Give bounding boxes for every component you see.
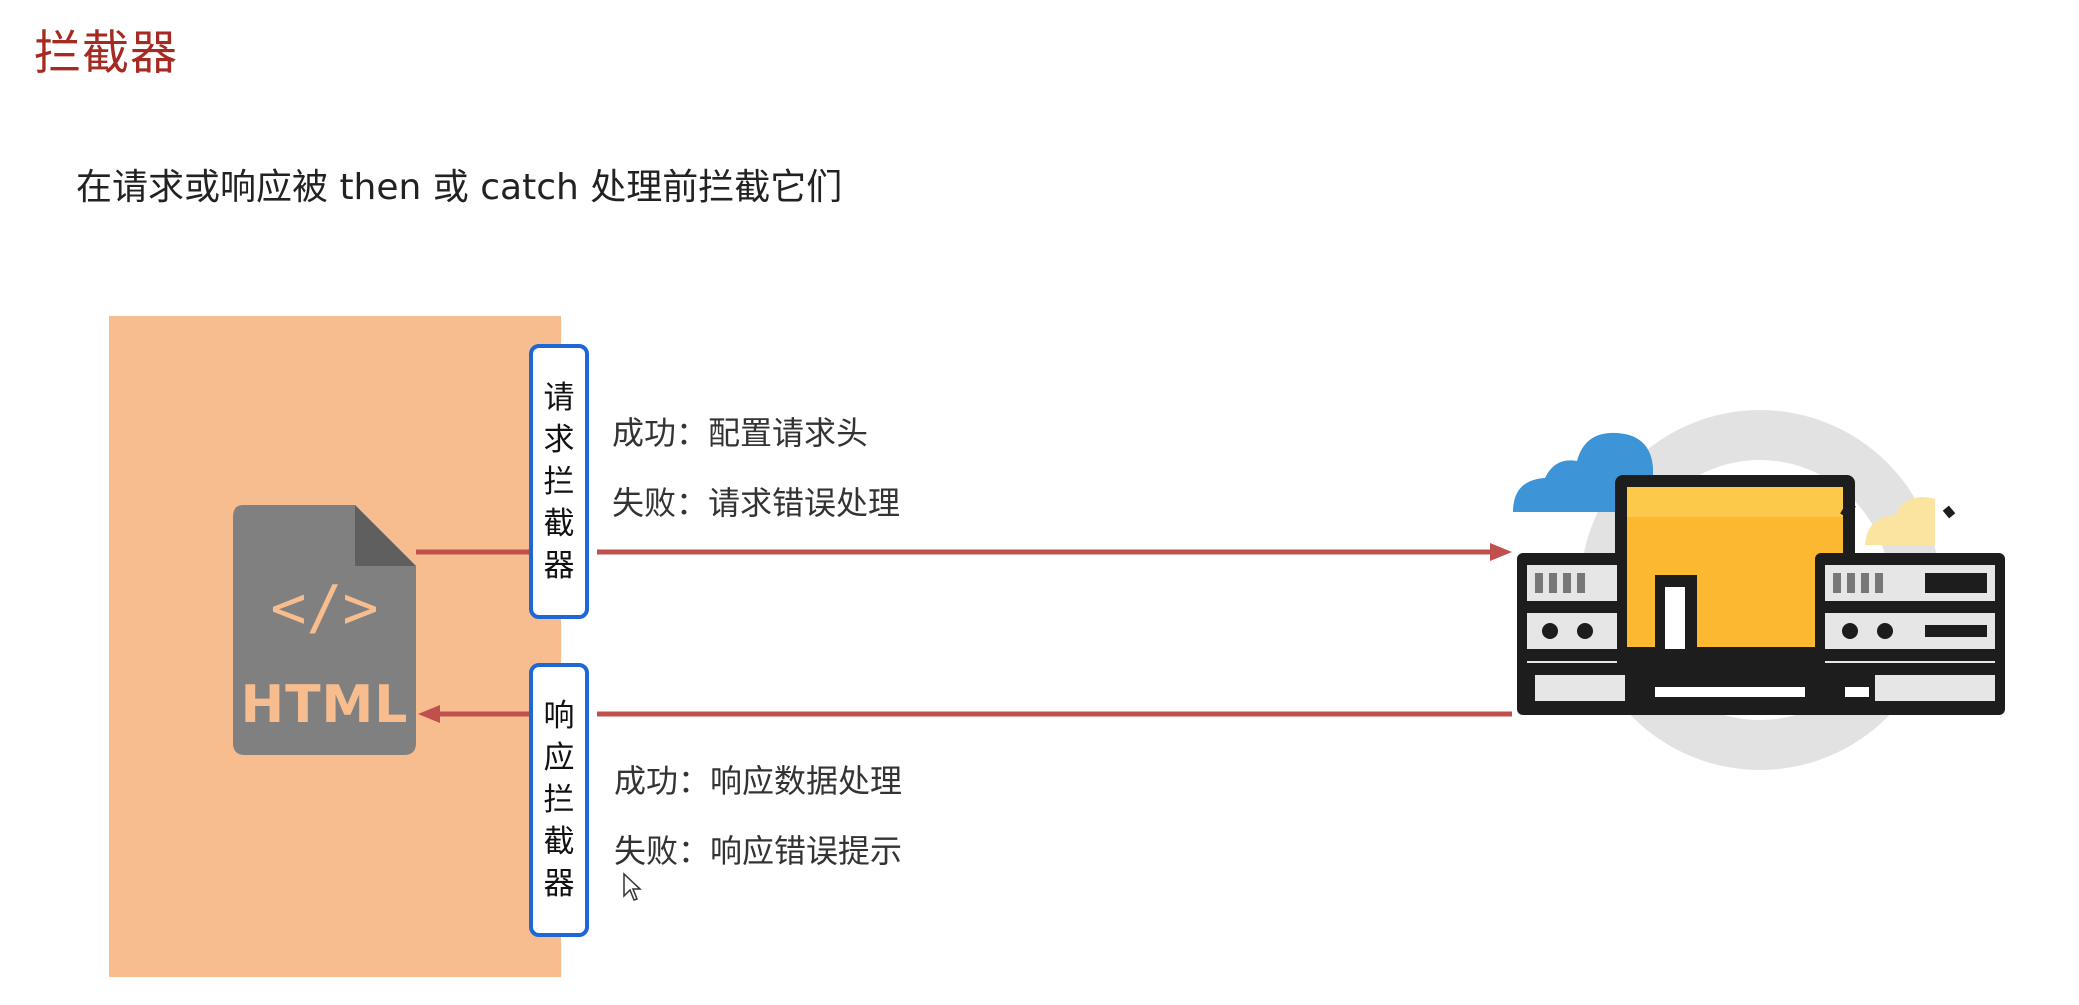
response-interceptor-char: 应: [543, 740, 575, 776]
request-interceptor-char: 请: [543, 379, 575, 416]
server-cloud-icon: [1513, 410, 2005, 770]
request-arrow: [416, 543, 1512, 561]
response-success-note: 成功：响应数据处理: [614, 762, 903, 800]
request-interceptor-char: 拦: [543, 463, 575, 500]
response-interceptor-char: 器: [543, 866, 575, 902]
request-interceptor-box: 请 求 拦 截 器: [529, 344, 589, 619]
request-interceptor-char: 器: [543, 547, 575, 584]
response-interceptor-box: 响 应 拦 截 器: [529, 663, 589, 937]
response-failure-note: 失败：响应错误提示: [614, 832, 903, 870]
html-file-label: HTML: [240, 675, 409, 735]
request-interceptor-char: 截: [543, 505, 575, 542]
html-file-icon: [233, 505, 416, 755]
response-interceptor-char: 拦: [543, 782, 575, 818]
slide-subtitle: 在请求或响应被 then 或 catch 处理前拦截它们: [76, 167, 843, 208]
response-interceptor-char: 响: [543, 698, 575, 734]
code-glyph: </>: [270, 573, 379, 643]
response-interceptor-char: 截: [543, 824, 575, 860]
slide-title: 拦截器: [34, 26, 178, 81]
request-interceptor-char: 求: [543, 421, 575, 458]
request-success-note: 成功：配置请求头: [612, 414, 869, 452]
response-arrow: [418, 705, 1512, 723]
mouse-cursor-icon: [623, 872, 642, 901]
request-failure-note: 失败：请求错误处理: [612, 484, 901, 522]
